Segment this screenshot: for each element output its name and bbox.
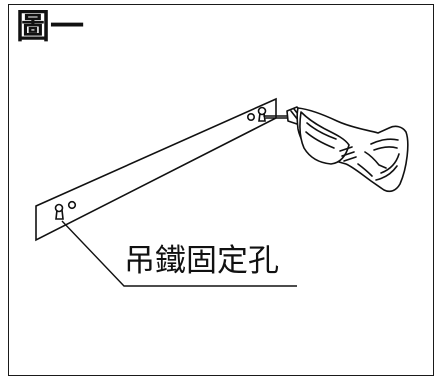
electric-drill-icon bbox=[263, 106, 409, 193]
callout-leader bbox=[61, 220, 297, 287]
figure-title: 圖一 bbox=[16, 7, 84, 47]
hanging-hole-label: 吊鐵固定孔 bbox=[124, 243, 279, 279]
hanging-bracket-icon bbox=[35, 97, 277, 242]
